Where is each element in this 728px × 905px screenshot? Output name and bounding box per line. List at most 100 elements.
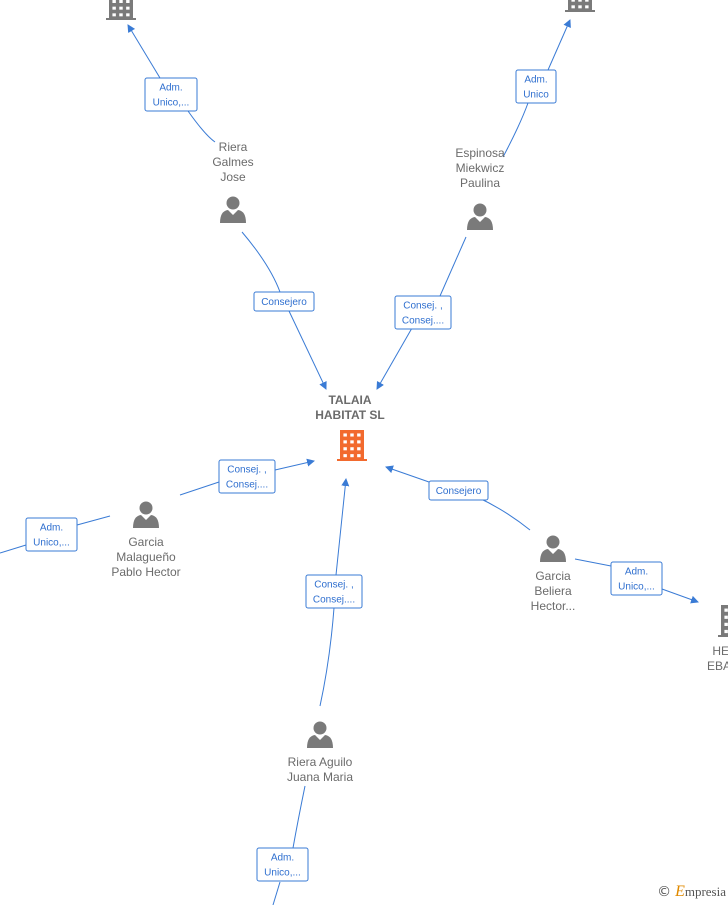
edge-label-box [256,847,309,882]
edge-e1 [127,24,216,143]
brand-name: mpresia [684,884,726,899]
edge-line [292,785,306,849]
edge-line [241,231,281,293]
edge-label-text: Adm. [40,523,63,534]
node-label-line: Riera [219,140,248,154]
edge-label-text: Unico,... [153,98,190,109]
node-label-line: Beliera [534,584,572,598]
edge-label-text: Unico,... [33,538,70,549]
edge-label-text: Consej. , [403,301,442,312]
edge-label-text: Unico,... [618,582,655,593]
edge-arrow-line [127,24,161,79]
building-icon [565,0,595,12]
node-label-line: Galmes [212,155,253,169]
person-node-garcia-beliera[interactable]: GarciaBelieraHector... [531,535,576,614]
edge-label-e9[interactable]: Consej. , Consej.... [305,574,363,609]
edge-label-text: Consej.... [402,316,444,327]
edge-label-e1[interactable]: Adm.Unico,... [144,77,198,112]
edge-e5 [179,458,315,496]
edge-label-text: Consejero [261,297,307,308]
edge-line [187,110,216,143]
node-label-line: Paulina [460,176,500,190]
building-icon [718,605,728,637]
edge-line [179,481,220,496]
person-icon [220,196,246,223]
edge-label-text: Consej. , [314,580,353,591]
edge-line [476,496,531,531]
edge-label-text: Adm. [524,75,547,86]
edge-arrow-line [272,881,281,905]
edge-e2 [502,19,571,158]
node-label-line: Hector... [531,599,576,613]
person-icon [133,501,159,528]
person-icon [467,203,493,230]
edge-label-text: Adm. [625,567,648,578]
edge-label-text: Unico [523,90,549,101]
edge-line [439,236,467,297]
node-label-line: Miekwicz [456,161,505,175]
edge-label-box [144,77,198,112]
node-label-line: Jose [220,170,246,184]
company-top-right-node[interactable] [565,0,595,12]
edge-label-box [394,295,452,330]
person-icon [540,535,566,562]
edge-label-box [610,561,663,596]
edge-label-e10[interactable]: Adm. Unico,... [256,847,309,882]
edge-label-box [428,480,489,501]
node-label-line: HEC [712,644,728,658]
edge-line [319,607,335,707]
edge-label-e7[interactable]: Consejero [428,480,489,501]
company-top-left-node[interactable] [106,0,136,20]
edge-label-text: Consejero [436,486,482,497]
edge-arrow-line [385,465,430,483]
edge-arrow-line [288,310,327,390]
edge-label-e2[interactable]: Adm. Unico [515,69,557,104]
edge-line [76,515,111,526]
edge-arrow-line [547,19,571,71]
edge-label-box [515,69,557,104]
node-label-line: HABITAT SL [315,408,385,422]
edge-label-text: Adm. [271,853,294,864]
edge-arrow-line [0,544,27,554]
node-label-line: Pablo Hector [111,565,180,579]
node-label-line: Malagueño [116,550,176,564]
edge-label-text: Unico,... [264,868,301,879]
edge-label-text: Consej.... [226,480,268,491]
edge-line [574,558,612,567]
edge-e8 [574,558,699,604]
empresia-watermark: ©Empresia [657,883,726,901]
edge-e10 [272,785,306,905]
brand-initial: E [675,883,685,900]
building-icon [106,0,136,20]
node-label-line: Garcia [128,535,164,549]
edge-label-box [253,291,315,312]
edge-arrow-line [376,327,413,390]
person-icon [307,721,333,748]
edge-label-e5[interactable]: Consej. ,Consej.... [218,459,276,494]
node-label-line: Juana Maria [287,770,353,784]
node-label-line: TALAIA [328,393,371,407]
edge-arrow-line [661,588,699,604]
edge-label-e4[interactable]: Consej. , Consej.... [394,295,452,330]
node-label-line: Riera Aguilo [288,755,353,769]
edge-label-box [218,459,276,494]
edge-label-text: Consej.... [313,595,355,606]
company-right-node[interactable]: HECEBANI [707,605,728,673]
edge-label-e8[interactable]: Adm. Unico,... [610,561,663,596]
edge-label-box [305,574,363,609]
edge-label-e3[interactable]: Consejero [253,291,315,312]
edge-e9 [319,478,350,707]
edge-label-e6[interactable]: Adm. Unico,... [25,517,78,552]
copyright-symbol: © [657,884,672,900]
edge-e3 [241,231,327,390]
edge-arrow-line [274,458,315,471]
node-label-line: Espinosa [455,146,505,160]
